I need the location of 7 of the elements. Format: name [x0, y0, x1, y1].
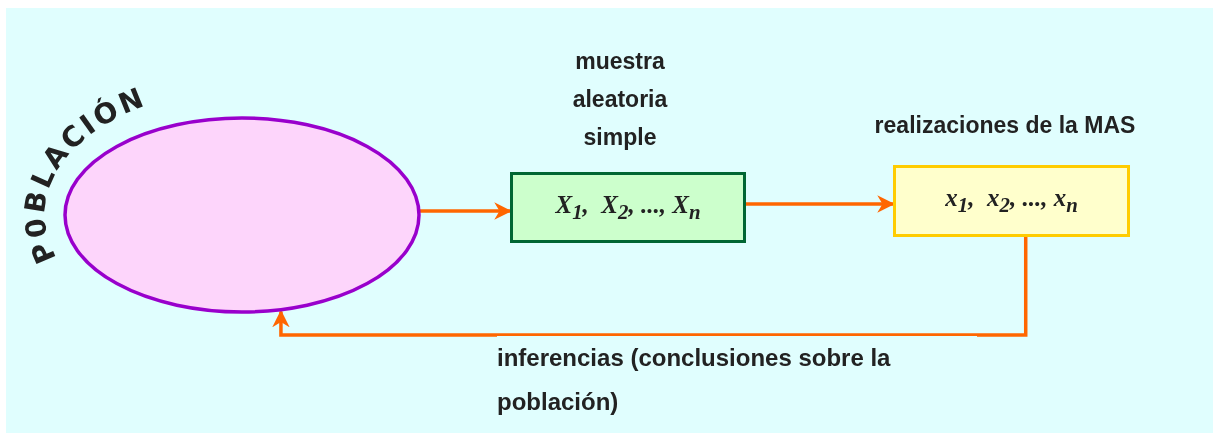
arrow	[746, 195, 895, 213]
arrow	[419, 202, 512, 220]
arrow	[272, 237, 1028, 337]
variable-sequence: X$_{1}$, X$_{2}$, ..., X$_{n}$	[555, 190, 701, 225]
box-heading: realizaciones de la MAS	[873, 111, 1137, 140]
box-heading: muestra aleatoria simple	[571, 47, 669, 152]
variable-sequence: x$_{1}$, x$_{2}$, ..., x$_{n}$	[945, 184, 1078, 218]
